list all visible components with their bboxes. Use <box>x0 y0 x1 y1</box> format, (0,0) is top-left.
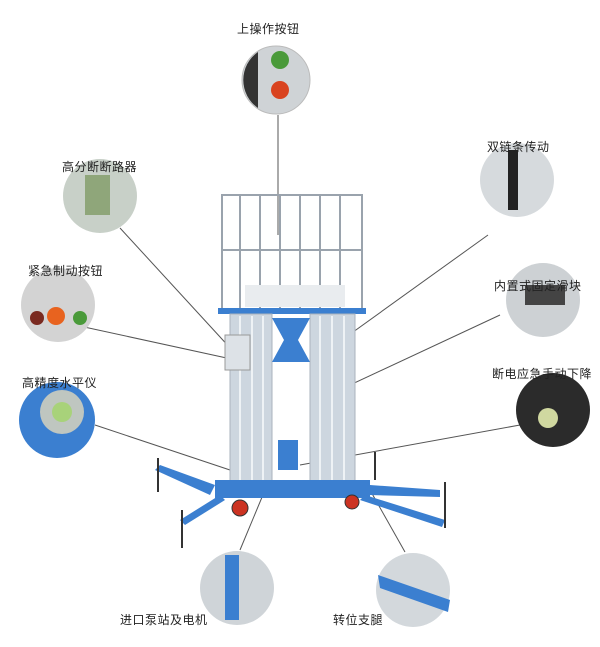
label-pump-motor: 进口泵站及电机 <box>120 613 208 627</box>
detail-circuit-breaker <box>63 159 137 233</box>
control-box <box>224 334 251 371</box>
outrigger-right-back <box>370 485 440 497</box>
label-level-gauge: 高精度水平仪 <box>22 376 98 390</box>
detail-level-gauge <box>19 382 95 458</box>
platform-box <box>245 285 345 307</box>
wheel <box>344 494 360 510</box>
outrigger-left-front <box>180 495 225 525</box>
leader-lines <box>74 115 521 553</box>
detail-pump-motor <box>200 551 274 625</box>
label-double-chain: 双链条传动 <box>487 140 550 154</box>
detail-built-in-slider <box>506 263 580 337</box>
motor <box>278 440 298 470</box>
label-outrigger: 转位支腿 <box>333 613 384 627</box>
label-manual-descent: 断电应急手动下降 <box>492 367 593 381</box>
detail-double-chain <box>480 143 554 217</box>
platform-floor <box>218 308 366 314</box>
detail-emergency-stop <box>21 268 95 342</box>
detail-top-button <box>241 45 311 115</box>
detail-outrigger <box>376 553 450 627</box>
wheel <box>231 499 249 517</box>
outrigger-left-back <box>155 465 215 495</box>
base-chassis <box>215 480 370 498</box>
label-emergency-stop: 紧急制动按钮 <box>28 264 104 278</box>
mast-bracket <box>272 318 310 362</box>
label-circuit-breaker: 高分断断路器 <box>62 160 138 174</box>
label-top-button: 上操作按钮 <box>237 22 300 36</box>
label-built-in-slider: 内置式固定滑块 <box>494 279 582 293</box>
outrigger-jacks <box>157 452 446 548</box>
outrigger-right-front <box>360 495 445 527</box>
detail-manual-descent <box>516 373 590 447</box>
